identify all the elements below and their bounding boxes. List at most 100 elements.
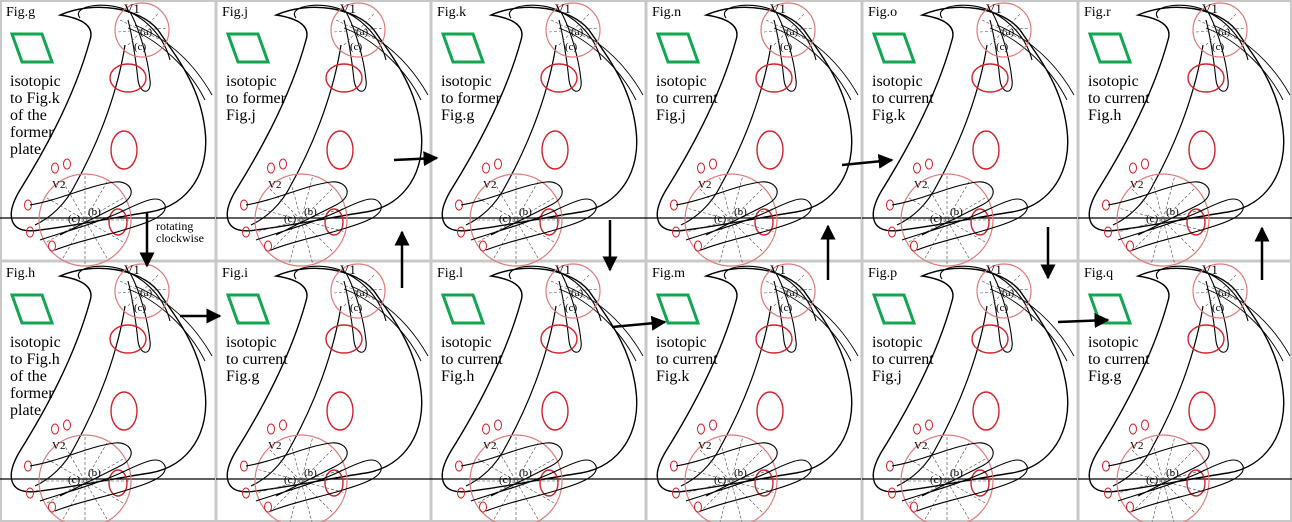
green-parallelogram: [225, 32, 271, 64]
red-petal: [888, 487, 896, 499]
note-line: Fig.g: [441, 107, 474, 124]
lower-mark-c-label: (c): [714, 213, 727, 225]
upper-loops: [77, 265, 171, 353]
red-oval-tall: [110, 130, 138, 170]
lower-mark-c-label: (c): [1146, 474, 1159, 486]
red-oval-large: [755, 324, 793, 354]
green-parallelogram: [655, 32, 701, 64]
red-oval-large: [325, 324, 363, 354]
figure-label: Fig.g: [6, 5, 35, 20]
upper-tail-strands: [1205, 24, 1291, 101]
note-line: Fig.h: [441, 368, 474, 385]
upper-tail-strands: [1205, 285, 1291, 362]
note-line: Fig.j: [226, 107, 256, 124]
mark-c-label: (c): [996, 41, 1009, 53]
note-line: isotopic: [10, 334, 61, 351]
lower-pink-circle: [1116, 173, 1210, 267]
upper-loops: [508, 265, 602, 353]
lower-pink-circle: [684, 173, 778, 267]
upper-pink-circle: [114, 2, 170, 58]
mark-c-label: (c): [565, 41, 578, 53]
red-petal: [494, 158, 502, 170]
rotating-annotation: rotating clockwise: [156, 219, 204, 245]
diagonal-strand: [680, 305, 772, 487]
note-line: to Fig.h: [10, 351, 60, 368]
lower-mark-c-label: (c): [714, 474, 727, 486]
diagonal-strand: [250, 305, 342, 487]
mark-b-label: (b): [88, 467, 101, 479]
lower-pink-circle: [469, 434, 563, 522]
red-oval-small: [324, 208, 344, 236]
note-line: to Fig.k: [10, 90, 60, 107]
figure-label: Fig.o: [868, 5, 897, 20]
upper-loops: [1155, 265, 1249, 353]
red-petal: [694, 240, 702, 252]
v1-label: V1: [555, 1, 571, 16]
v2-label: V2: [1130, 440, 1143, 452]
red-petal: [242, 226, 250, 238]
upper-pink-circle: [545, 263, 601, 319]
braided-strands: [1107, 181, 1244, 251]
lower-pink-circle: [254, 434, 348, 522]
red-oval-large: [971, 63, 1009, 93]
mark-c-label: (c): [134, 302, 147, 314]
red-oval-tall: [756, 130, 784, 170]
v1-label: V1: [124, 1, 140, 16]
green-parallelogram: [871, 32, 917, 64]
braided-strands: [891, 181, 1028, 251]
note-line: to current: [441, 351, 503, 368]
mark-c-label: (c): [780, 41, 793, 53]
braided-strands: [29, 442, 166, 512]
diagonal-strand: [680, 44, 772, 226]
lower-mark-c-label: (c): [499, 213, 512, 225]
upper-loops: [939, 265, 1033, 353]
braided-strands: [460, 442, 597, 512]
v2-label: V2: [1130, 179, 1143, 191]
red-petal: [457, 226, 465, 238]
red-petal: [26, 487, 34, 499]
red-petal: [910, 501, 918, 513]
red-oval-small: [324, 469, 344, 497]
figure-label: Fig.m: [652, 266, 685, 281]
upper-dashed-spokes: [763, 274, 815, 307]
lower-mark-c-label: (c): [284, 213, 297, 225]
lower-pink-circle: [254, 173, 348, 267]
lower-mark-c-label: (c): [930, 213, 943, 225]
red-petal: [1126, 501, 1134, 513]
red-oval-tall: [972, 130, 1000, 170]
note-line: isotopic: [872, 334, 923, 351]
upper-tail-strands: [773, 285, 859, 362]
upper-loops: [293, 4, 387, 92]
upper-pink-circle: [976, 263, 1032, 319]
v1-label: V1: [340, 1, 356, 16]
v2-label: V2: [914, 440, 927, 452]
red-petal: [63, 419, 71, 431]
red-oval-large: [109, 324, 147, 354]
note-line: isotopic: [226, 73, 277, 90]
red-oval-small: [1186, 208, 1206, 236]
note-line: to current: [872, 90, 934, 107]
note-line: to former: [441, 90, 502, 107]
red-petal: [925, 158, 933, 170]
red-petal: [1126, 240, 1134, 252]
braided-strands: [460, 181, 597, 251]
red-oval-large: [109, 63, 147, 93]
diagonal-strand: [896, 44, 988, 226]
v2-label: V2: [52, 179, 65, 191]
upper-loops: [77, 4, 171, 92]
red-oval-small: [108, 469, 128, 497]
v1-label: V1: [555, 262, 571, 277]
red-petal: [888, 226, 896, 238]
v1-label: V1: [986, 262, 1002, 277]
v2-label: V2: [914, 179, 927, 191]
upper-pink-circle: [330, 2, 386, 58]
red-petal: [494, 419, 502, 431]
v1-label: V1: [1202, 1, 1218, 16]
red-petal: [672, 226, 680, 238]
green-parallelogram: [225, 293, 271, 325]
note-line: former: [10, 385, 54, 402]
braided-strands: [675, 181, 812, 251]
